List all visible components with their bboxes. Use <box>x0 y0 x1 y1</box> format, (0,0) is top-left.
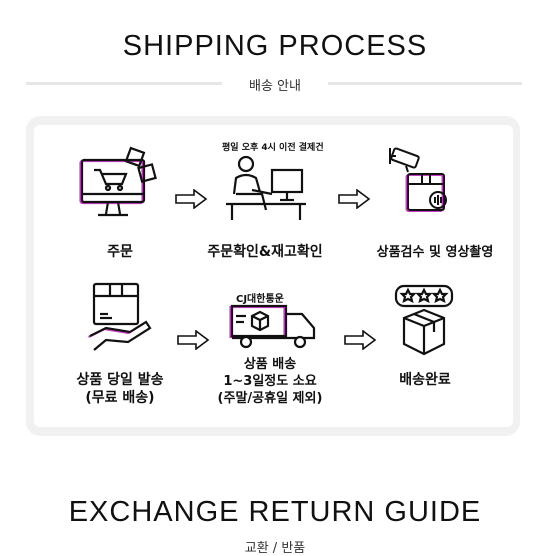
rated-box-icon <box>394 284 454 356</box>
step-confirm-label: 주문확인&재고확인 <box>207 244 323 260</box>
step-same-day-label-1: 상품 당일 발송 <box>76 372 164 388</box>
step-delivery-label-1: 상품 배송 <box>243 357 297 372</box>
step-delivery-label-3: (주말/공휴일 제외) <box>217 391 323 406</box>
divider-right <box>328 82 522 85</box>
divider-left <box>26 82 222 85</box>
delivery-truck-icon <box>229 304 316 349</box>
arrow-right-icon <box>344 330 377 350</box>
arrow-right-icon <box>338 189 371 209</box>
courier-label: CJ대한통운 <box>236 294 284 305</box>
arrow-right-icon <box>177 330 210 350</box>
shipping-title: SHIPPING PROCESS <box>122 30 428 62</box>
step-complete-label: 배송완료 <box>399 372 451 388</box>
exchange-title: EXCHANGE RETURN GUIDE <box>68 496 482 528</box>
desk-worker-icon <box>226 155 306 220</box>
exchange-subtitle: 교환 / 반품 <box>244 541 306 556</box>
arrow-right-icon <box>175 189 208 209</box>
hand-box-icon <box>88 282 152 351</box>
step-inspect-label: 상품검수 및 영상촬영 <box>376 245 494 260</box>
camera-inspection-icon <box>389 147 447 212</box>
step-same-day-label-2: (무료 배송) <box>85 390 155 406</box>
step-order-label: 주문 <box>107 244 133 260</box>
step-delivery-label-2: 1~3일정도 소요 <box>223 374 317 389</box>
confirm-note: 평일 오후 4시 이전 결제건 <box>222 143 324 153</box>
shipping-subtitle: 배송 안내 <box>249 79 301 94</box>
computer-shopping-cart-icon <box>79 146 157 217</box>
